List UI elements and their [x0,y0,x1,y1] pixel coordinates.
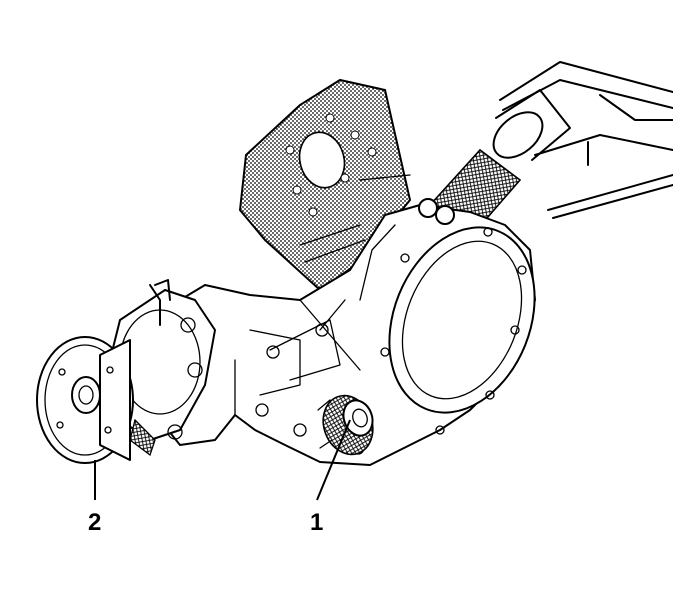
callout-label-1: 1 [310,509,323,536]
front-flange-assembly [36,279,216,464]
transfer-case-housing [149,198,536,466]
holding-fixture-plate [238,78,412,292]
callout-label-2: 2 [88,509,101,536]
leader-line-1 [316,419,351,501]
background-housing [499,61,673,219]
leader-lines [94,419,351,501]
